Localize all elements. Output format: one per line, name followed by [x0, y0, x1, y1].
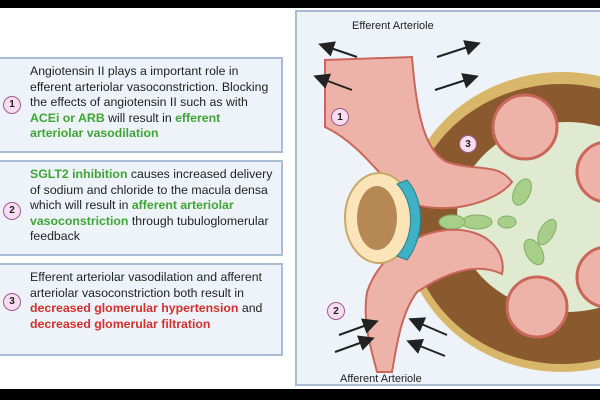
- bottom-black-bar: [0, 389, 600, 400]
- step-number-badge: 3: [3, 293, 21, 311]
- capillary-loops: [491, 93, 600, 339]
- explanation-box-3: 3 Efferent arteriolar vasodilation and a…: [0, 263, 283, 356]
- diagram-marker-1: 1: [331, 108, 349, 126]
- highlight-green: ACEi or ARB: [30, 110, 105, 125]
- box-text: Efferent arteriolar vasodilation and aff…: [30, 270, 275, 332]
- efferent-arteriole-label: Efferent Arteriole: [352, 20, 434, 32]
- top-black-bar: [0, 0, 600, 8]
- diagram-marker-3: 3: [459, 135, 477, 153]
- text-segment: and: [238, 301, 263, 315]
- text-segment: through tubuloglomerular feedback: [30, 213, 269, 244]
- afferent-arteriole-label: Afferent Arteriole: [340, 373, 422, 385]
- efferent-arteriole: [324, 55, 514, 210]
- macula-densa: [396, 179, 421, 261]
- dilation-arrows: [313, 40, 481, 91]
- afferent-arteriole: [364, 228, 504, 373]
- step-number-badge: 1: [3, 96, 21, 114]
- constriction-arrows: [334, 317, 448, 357]
- explanation-box-1: 1 Angiotensin II plays a important role …: [0, 57, 283, 153]
- step-number-badge: 2: [3, 202, 21, 220]
- highlight-red: decreased glomerular filtration: [30, 316, 211, 331]
- text-segment: causes increased delivery of sodium and …: [30, 167, 273, 212]
- diagram-marker-2: 2: [327, 302, 345, 320]
- highlight-red: decreased glomerular hypertension: [30, 301, 239, 315]
- box-text: Angiotensin II plays a important role in…: [30, 64, 275, 142]
- text-segment: Efferent arteriolar vasodilation and aff…: [30, 270, 262, 300]
- text-segment: Angiotensin II plays a important role in…: [30, 64, 269, 109]
- highlight-green: efferent arteriolar vasodilation: [30, 110, 221, 141]
- mesangial-cells: [438, 178, 557, 266]
- text-segment: will result in: [104, 110, 176, 125]
- highlight-green: SGLT2 inhibition: [30, 167, 128, 181]
- glomerulus-illustration: [313, 40, 600, 373]
- highlight-green: afferent arteriolar vasoconstriction: [30, 198, 234, 228]
- glomerulus-diagram-panel: Efferent Arteriole Afferent Arteriole 1 …: [295, 10, 600, 386]
- box-text: SGLT2 inhibition causes increased delive…: [30, 167, 275, 245]
- explanation-box-2: 2 SGLT2 inhibition causes increased deli…: [0, 160, 283, 256]
